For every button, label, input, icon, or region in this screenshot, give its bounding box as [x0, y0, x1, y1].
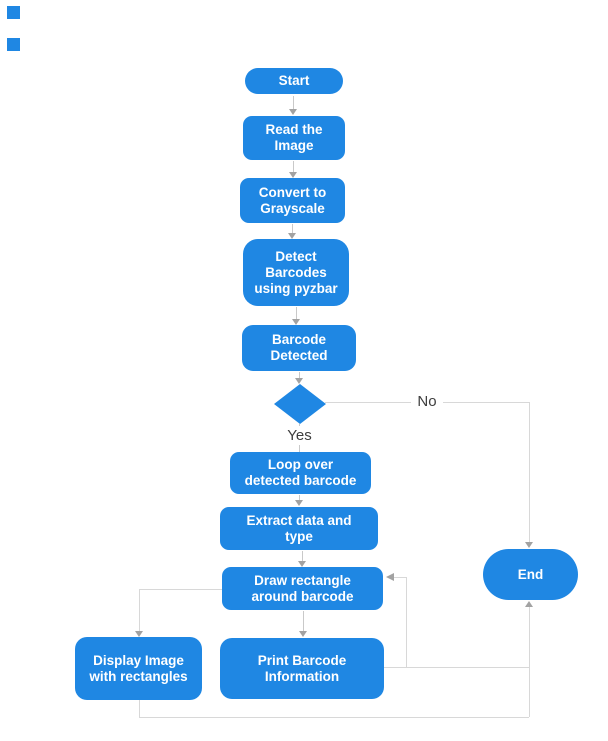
arrowhead-left-icon: [386, 573, 394, 581]
edge-line: [529, 607, 530, 717]
artifact-square: [7, 6, 20, 19]
edge-line: [139, 717, 529, 718]
edge-line: [302, 551, 303, 561]
node-end: End: [483, 549, 578, 600]
edge-label-yes: Yes: [283, 426, 316, 445]
arrowhead-down-icon: [289, 109, 297, 115]
arrowhead-down-icon: [299, 631, 307, 637]
node-display-image: Display Image with rectangles: [75, 637, 202, 700]
node-convert-grayscale: Convert to Grayscale: [240, 178, 345, 223]
node-print-info: Print Barcode Information: [220, 638, 384, 699]
arrowhead-down-icon: [295, 378, 303, 384]
edge-line: [296, 307, 297, 319]
edge-line: [303, 611, 304, 631]
arrowhead-down-icon: [135, 631, 143, 637]
node-extract-data: Extract data and type: [220, 507, 378, 550]
edge-line: [292, 224, 293, 233]
arrowhead-down-icon: [288, 233, 296, 239]
edge-line-feedback: [394, 577, 406, 578]
arrowhead-down-icon: [525, 542, 533, 548]
node-start: Start: [245, 68, 343, 94]
arrowhead-down-icon: [292, 319, 300, 325]
edge-line-feedback: [406, 577, 407, 667]
edge-line: [139, 700, 140, 717]
node-barcode-detected: Barcode Detected: [242, 325, 356, 371]
edge-line: [293, 96, 294, 109]
node-decision-diamond: [274, 384, 326, 424]
artifact-square: [7, 38, 20, 51]
arrowhead-up-icon: [525, 601, 533, 607]
arrowhead-down-icon: [298, 561, 306, 567]
node-loop-over-barcodes: Loop over detected barcode: [230, 452, 371, 494]
edge-line: [139, 589, 222, 590]
edge-line: [299, 372, 300, 378]
edge-line: [384, 667, 529, 668]
edge-line: [293, 161, 294, 172]
edge-label-no: No: [411, 392, 443, 411]
node-detect-barcodes: Detect Barcodes using pyzbar: [243, 239, 349, 306]
arrowhead-down-icon: [289, 172, 297, 178]
edge-line-no-branch: [529, 402, 530, 542]
node-draw-rectangle: Draw rectangle around barcode: [222, 567, 383, 610]
arrowhead-down-icon: [295, 500, 303, 506]
edge-line: [299, 495, 300, 500]
edge-line: [139, 589, 140, 631]
node-read-image: Read the Image: [243, 116, 345, 160]
